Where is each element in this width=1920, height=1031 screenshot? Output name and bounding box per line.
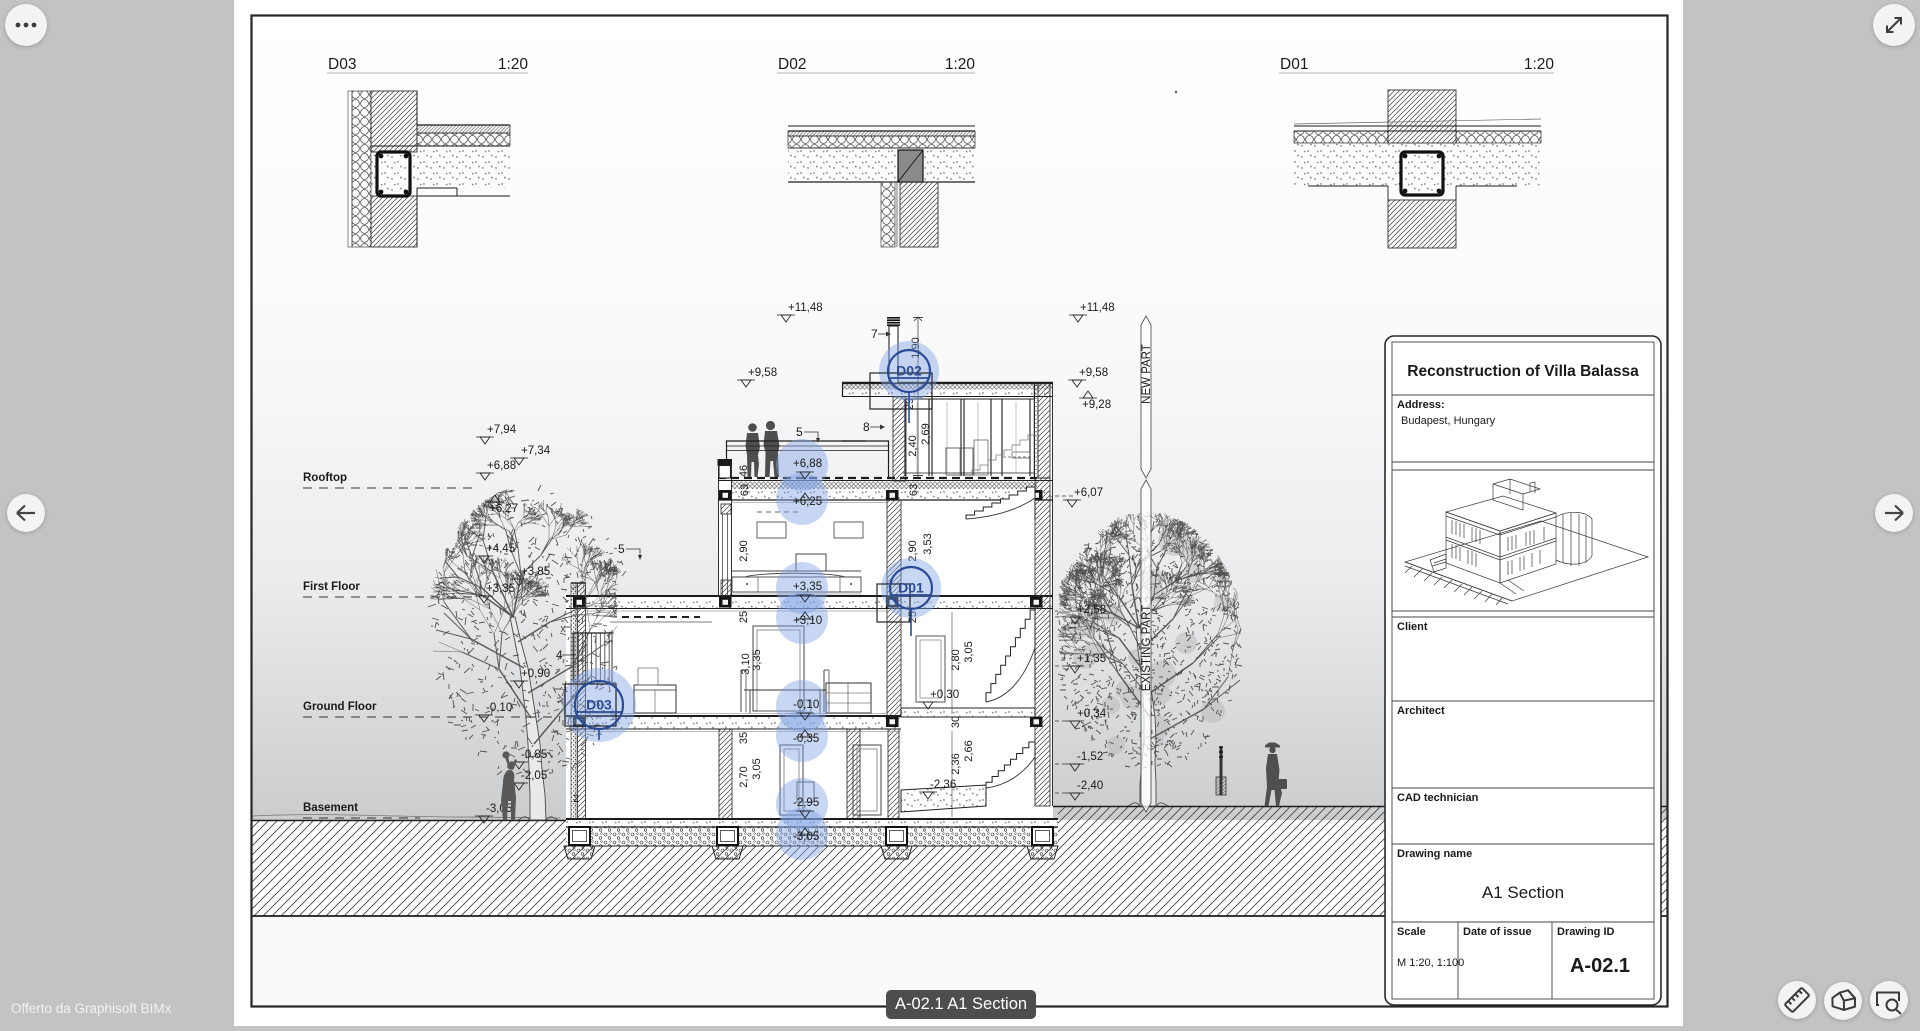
svg-text:Budapest, Hungary: Budapest, Hungary xyxy=(1401,415,1496,427)
svg-text:-0,10: -0,10 xyxy=(486,702,512,714)
svg-text:D01: D01 xyxy=(1280,56,1308,73)
svg-text:Architect: Architect xyxy=(1397,705,1445,717)
svg-text:Drawing name: Drawing name xyxy=(1397,848,1472,860)
svg-text:A1 Section: A1 Section xyxy=(1482,883,1564,902)
svg-text:+9,58: +9,58 xyxy=(748,367,777,379)
svg-text:Client: Client xyxy=(1397,621,1428,633)
svg-text:5: 5 xyxy=(618,542,625,556)
svg-text:1:20: 1:20 xyxy=(1524,56,1555,73)
svg-text:7: 7 xyxy=(871,327,878,341)
svg-text:3,05: 3,05 xyxy=(963,641,975,662)
svg-text:EXISTING PART: EXISTING PART xyxy=(1141,605,1153,691)
svg-text:-0,35: -0,35 xyxy=(793,733,819,745)
svg-text:+0,90: +0,90 xyxy=(521,668,550,680)
svg-text:63: 63 xyxy=(908,484,920,496)
svg-text:1:20: 1:20 xyxy=(498,56,529,73)
svg-text:Date of issue: Date of issue xyxy=(1463,926,1531,938)
svg-text:Drawing ID: Drawing ID xyxy=(1557,926,1615,938)
svg-text:8: 8 xyxy=(863,420,870,434)
svg-text:5: 5 xyxy=(796,425,803,439)
svg-text:D03: D03 xyxy=(328,56,356,73)
svg-text:1:20: 1:20 xyxy=(945,56,976,73)
svg-text:+9,28: +9,28 xyxy=(1082,399,1111,411)
svg-text:30: 30 xyxy=(950,716,962,728)
svg-text:+11,48: +11,48 xyxy=(1080,302,1115,314)
svg-text:-2,05: -2,05 xyxy=(521,770,547,782)
svg-text:+11,48: +11,48 xyxy=(788,302,823,314)
svg-text:+6,07: +6,07 xyxy=(1074,487,1103,499)
svg-text:M 1:20, 1:100: M 1:20, 1:100 xyxy=(1397,957,1464,969)
svg-text:+9,58: +9,58 xyxy=(1079,367,1108,379)
svg-text:63: 63 xyxy=(739,484,751,496)
svg-text:35: 35 xyxy=(738,732,750,744)
svg-text:+0,30: +0,30 xyxy=(930,689,959,701)
svg-text:2,70: 2,70 xyxy=(738,766,750,787)
svg-text:-3,05: -3,05 xyxy=(793,831,819,843)
svg-text:2,66: 2,66 xyxy=(963,740,975,761)
svg-text:D02: D02 xyxy=(778,56,806,73)
svg-text:46: 46 xyxy=(738,465,750,477)
svg-text:D03: D03 xyxy=(586,697,612,713)
svg-text:2,80: 2,80 xyxy=(950,649,962,670)
svg-text:Reconstruction of Villa Balass: Reconstruction of Villa Balassa xyxy=(1407,363,1639,380)
svg-text:3,35: 3,35 xyxy=(751,649,763,670)
svg-text:+6,88: +6,88 xyxy=(487,460,516,472)
svg-text:25: 25 xyxy=(738,611,750,623)
svg-text:D01: D01 xyxy=(898,580,924,596)
svg-text:4: 4 xyxy=(556,648,563,662)
svg-text:29: 29 xyxy=(904,398,916,410)
svg-text:+3,10: +3,10 xyxy=(793,615,822,627)
svg-text:2: 2 xyxy=(573,793,579,805)
svg-text:+2,58: +2,58 xyxy=(1077,604,1106,616)
svg-text:-2,36: -2,36 xyxy=(930,779,956,791)
svg-text:-0,10: -0,10 xyxy=(793,699,819,711)
svg-text:-3,05: -3,05 xyxy=(486,803,512,815)
svg-text:Scale: Scale xyxy=(1397,926,1426,938)
svg-text:+3,35: +3,35 xyxy=(793,581,822,593)
svg-text:D02: D02 xyxy=(896,363,922,379)
svg-text:Ground Floor: Ground Floor xyxy=(303,701,377,713)
svg-text:3,05: 3,05 xyxy=(751,758,763,779)
svg-text:NEW PART: NEW PART xyxy=(1141,344,1153,404)
svg-text:-0,85: -0,85 xyxy=(521,749,547,761)
svg-text:3,53: 3,53 xyxy=(922,533,934,554)
svg-text:CAD technician: CAD technician xyxy=(1397,792,1479,804)
svg-text:-2,95: -2,95 xyxy=(793,797,819,809)
svg-text:Basement: Basement xyxy=(303,802,358,814)
svg-text:Address:: Address: xyxy=(1397,399,1445,411)
svg-text:+3,35: +3,35 xyxy=(486,583,515,595)
svg-text:+7,94: +7,94 xyxy=(487,424,517,436)
svg-text:+4,45: +4,45 xyxy=(486,543,515,555)
svg-text:+7,34: +7,34 xyxy=(521,445,551,457)
svg-text:First Floor: First Floor xyxy=(303,581,360,593)
svg-text:2,40: 2,40 xyxy=(907,435,919,456)
svg-text:2,36: 2,36 xyxy=(950,753,962,774)
svg-text:+6,25: +6,25 xyxy=(793,496,822,508)
svg-text:A-02.1: A-02.1 xyxy=(1570,955,1630,977)
svg-text:-2,40: -2,40 xyxy=(1077,780,1103,792)
svg-text:+0,34: +0,34 xyxy=(1077,708,1107,720)
svg-text:+6,88: +6,88 xyxy=(793,458,822,470)
svg-text:2,90: 2,90 xyxy=(738,540,750,561)
svg-text:2,90: 2,90 xyxy=(907,540,919,561)
svg-text:-1,52: -1,52 xyxy=(1077,751,1103,763)
svg-text:2,69: 2,69 xyxy=(920,423,932,444)
svg-text:3,10: 3,10 xyxy=(740,653,752,674)
svg-text:+6,27: +6,27 xyxy=(489,503,518,515)
svg-text:Rooftop: Rooftop xyxy=(303,472,347,484)
svg-text:+3,85: +3,85 xyxy=(521,566,550,578)
svg-text:+1,35: +1,35 xyxy=(1077,653,1106,665)
